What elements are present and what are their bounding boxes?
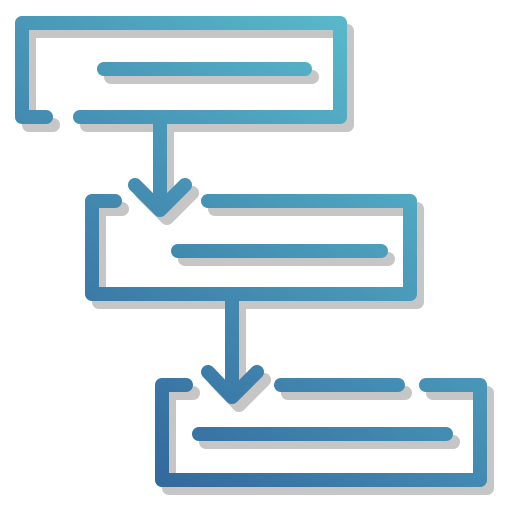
icon-shadow [22,24,494,495]
arrow-down-icon [201,295,264,404]
arrow-down-icon [128,117,192,217]
middle-process-box [85,194,417,301]
bottom-process-box [155,378,487,487]
top-process-box [15,16,347,124]
